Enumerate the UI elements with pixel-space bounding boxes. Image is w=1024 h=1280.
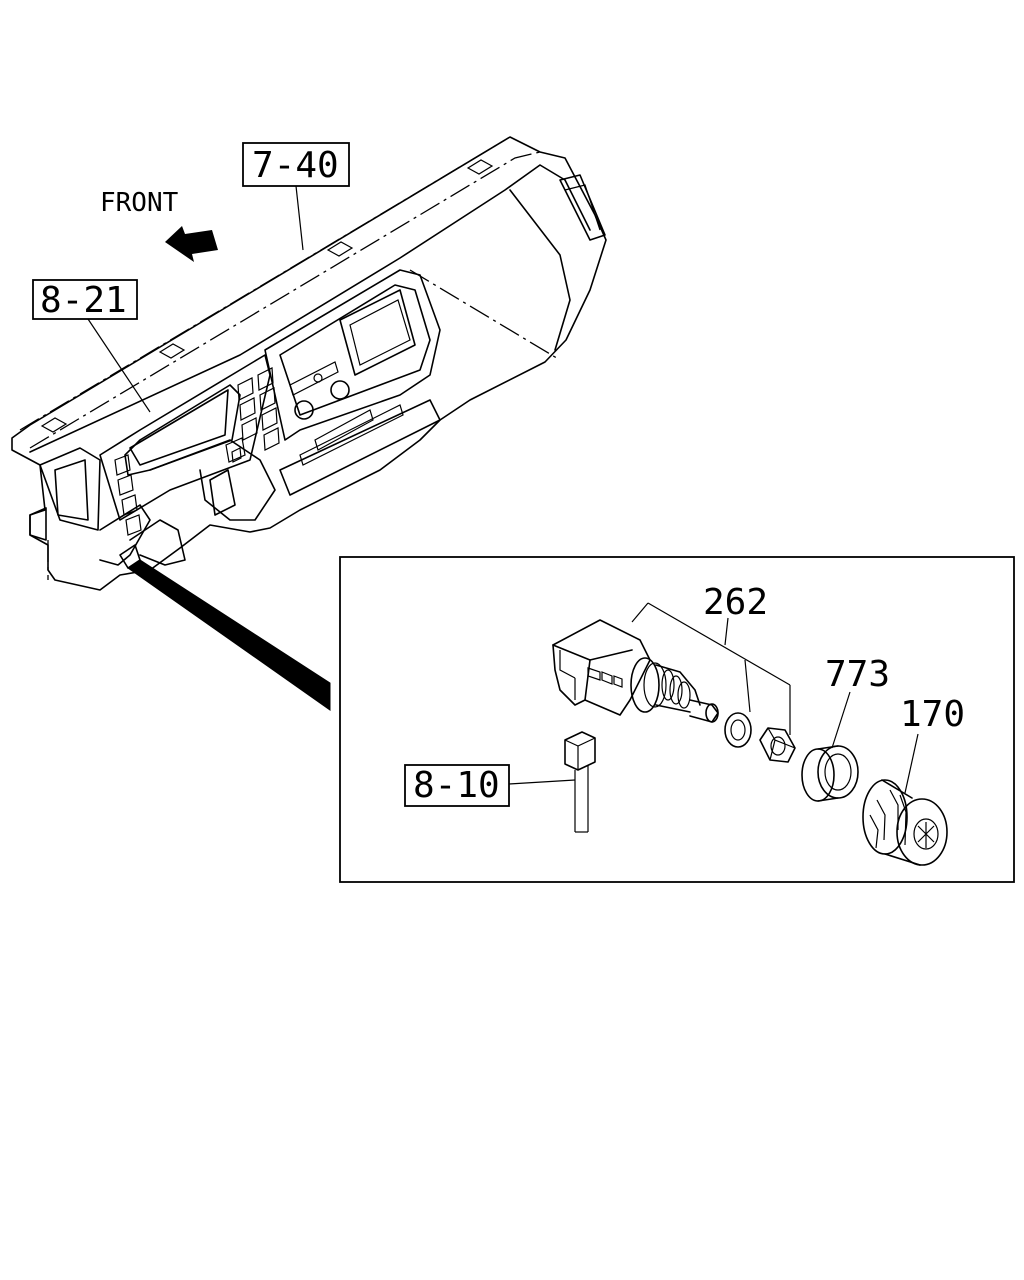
knob-part-170: 170 — [862, 694, 965, 866]
callout-8-21: 8-21 — [32, 279, 151, 413]
washer — [724, 712, 752, 748]
front-indicator: FRONT — [100, 188, 218, 262]
callout-773-label: 773 — [825, 654, 890, 695]
switch-part-262 — [552, 619, 719, 723]
front-arrow-icon — [165, 226, 218, 262]
callout-7-40: 7-40 — [242, 142, 350, 251]
detail-pointer — [127, 559, 331, 711]
callout-8-21-label: 8-21 — [40, 280, 127, 321]
front-label: FRONT — [100, 188, 179, 218]
detail-view: 262 773 1 — [339, 556, 1015, 883]
callout-7-40-label: 7-40 — [252, 145, 339, 186]
connector — [564, 731, 596, 833]
callout-262: 262 — [631, 582, 791, 735]
dashboard-panel — [11, 136, 607, 711]
hex-nut — [759, 727, 796, 763]
bezel-part-773: 773 — [801, 654, 890, 802]
callout-170-label: 170 — [900, 694, 965, 735]
callout-8-10-label: 8-10 — [413, 765, 500, 806]
callout-262-label: 262 — [703, 582, 768, 623]
callout-8-10: 8-10 — [404, 764, 576, 807]
